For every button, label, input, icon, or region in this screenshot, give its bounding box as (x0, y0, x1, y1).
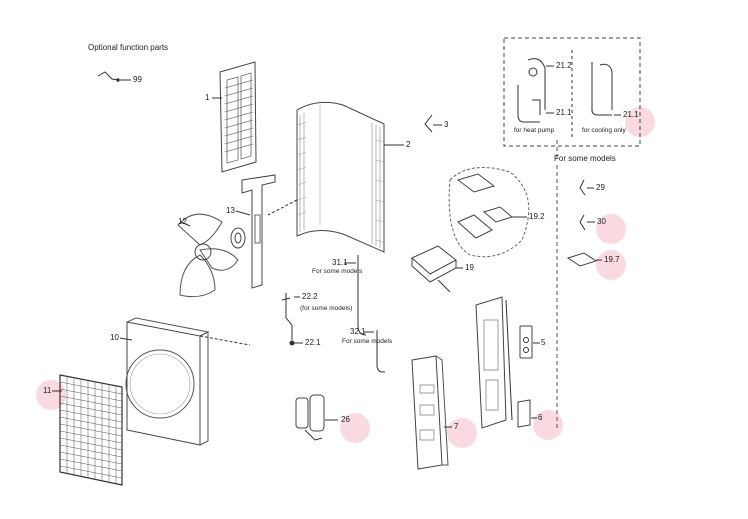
callout-13: 13 (226, 206, 235, 215)
highlight-marker (447, 418, 477, 448)
part-10-front-panel (120, 318, 250, 445)
valve-group-box (504, 38, 640, 146)
part-7-side-panel (412, 356, 452, 469)
part-19-7-drawing (568, 253, 602, 266)
callout-29: 29 (596, 183, 605, 192)
part-1-rear-grille (212, 62, 256, 172)
callout-1: 1 (205, 93, 210, 102)
callout-2: 2 (406, 140, 411, 149)
part-19-2-drawing (449, 168, 529, 257)
callout-19: 19 (465, 263, 474, 272)
part-6-drawing (518, 400, 537, 427)
note-cooling-only: for cooling only (582, 127, 626, 134)
callout-32-1: 32.1 (350, 327, 366, 336)
callout-11: 11 (43, 386, 52, 395)
callout-21-1-heat-pump: 21.1 (556, 108, 572, 117)
highlight-marker (533, 410, 563, 440)
optional-parts-header: Optional function parts (88, 43, 169, 52)
callout-21-2: 21.2 (556, 61, 572, 70)
callout-12: 12 (178, 217, 187, 226)
callout-5: 5 (541, 338, 546, 347)
callout-10: 10 (110, 333, 119, 342)
part-32-1-drawing (364, 330, 385, 372)
part-3-drawing (425, 115, 442, 132)
note-31-1-some-models: For some models (312, 268, 363, 275)
callout-19-2: 19.2 (529, 212, 545, 221)
part-11-front-grille (52, 375, 122, 485)
note-22-2-some-models: (for some models) (300, 305, 353, 312)
note-32-1-some-models: For some models (342, 338, 393, 345)
part-22-drawing (282, 293, 303, 345)
part-19-electrical-box (412, 246, 463, 292)
part-31-1-drawing (344, 255, 366, 335)
highlight-marker (340, 413, 370, 443)
part-12-fan (178, 214, 245, 296)
part-13-motor-bracket (236, 175, 275, 288)
callout-6: 6 (538, 413, 543, 422)
note-heat-pump: for heat pump (514, 127, 555, 134)
partition-panel-drawing (476, 297, 512, 428)
part-5-drawing (520, 326, 540, 358)
callout-3: 3 (444, 120, 449, 129)
part-30-drawing (580, 215, 595, 230)
callout-21-1-cooling-only: 21.1 (623, 110, 639, 119)
callout-99: 99 (133, 75, 142, 84)
highlight-marker (36, 380, 66, 410)
callout-30: 30 (597, 217, 606, 226)
part-99-drawing (98, 72, 131, 81)
part-29-drawing (580, 180, 594, 195)
part-26-compressor (296, 395, 338, 440)
callout-22-1: 22.1 (305, 338, 321, 347)
part-2-condenser-coil (268, 102, 404, 252)
callout-31-1: 31.1 (332, 258, 348, 267)
highlight-marker (596, 214, 626, 244)
callout-19-7: 19.7 (604, 255, 620, 264)
callout-22-2: 22.2 (302, 292, 318, 301)
highlight-marker (596, 250, 626, 280)
callout-7: 7 (454, 422, 459, 431)
callout-26: 26 (341, 415, 350, 424)
some-models-header: For some models (554, 154, 616, 163)
